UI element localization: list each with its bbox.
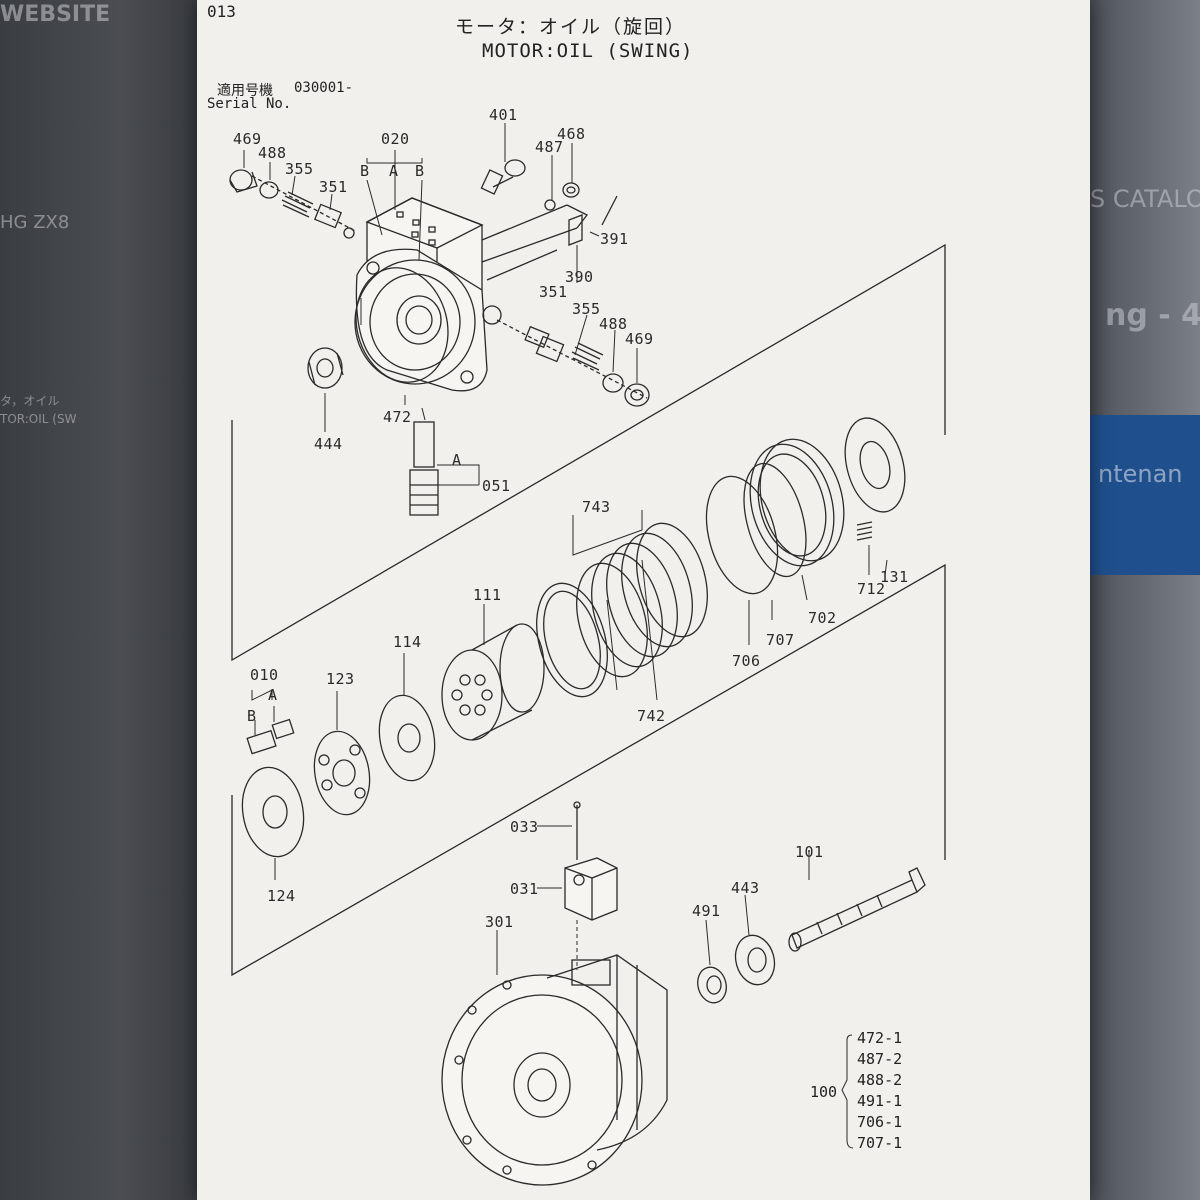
oil-seal-491 — [697, 966, 727, 1004]
part-label-743[interactable]: 743 — [582, 498, 611, 516]
part-label-707[interactable]: 707 — [766, 631, 795, 649]
brake-piston-702 — [749, 438, 845, 567]
pin-391 — [601, 195, 618, 226]
part-label-444[interactable]: 444 — [314, 435, 343, 453]
leader-lines — [243, 123, 888, 1149]
page-title-japanese: モータ：オイル（旋回） — [455, 16, 687, 38]
serial-label-japanese: 適用号機 — [217, 83, 273, 99]
valve-block-031 — [564, 857, 618, 921]
kit-item[interactable]: 488-2 — [857, 1071, 903, 1089]
part-label-101[interactable]: 101 — [795, 843, 824, 861]
background-en-fragment: TOR:OIL (SW — [0, 412, 77, 426]
kit-number-100[interactable]: 100 — [810, 1083, 838, 1101]
part-label-114[interactable]: 114 — [393, 633, 422, 651]
output-shaft-101 — [788, 867, 926, 952]
part-label-401[interactable]: 401 — [489, 106, 518, 124]
port-label-b-pin: B — [247, 707, 257, 725]
motor-housing — [354, 248, 502, 392]
part-label-488-right[interactable]: 488 — [599, 315, 628, 333]
plug-468 — [562, 182, 580, 198]
bolt-033 — [573, 801, 581, 860]
part-label-487[interactable]: 487 — [535, 138, 564, 156]
spool-051 — [409, 421, 439, 516]
part-label-131[interactable]: 131 — [880, 568, 909, 586]
parts-catalog-page: 013 モータ：オイル（旋回） MOTOR:OIL (SWING) 適用号機 S… — [197, 0, 1090, 1200]
shoe-plate-123 — [313, 730, 371, 816]
motor-casing-301 — [441, 954, 668, 1186]
serial-label-english: Serial No. — [207, 96, 292, 112]
seal-487 — [544, 199, 556, 211]
port-label-a-spool: A — [452, 451, 462, 469]
relief-parts-right — [496, 319, 650, 407]
kit-item[interactable]: 491-1 — [857, 1092, 903, 1110]
part-label-010[interactable]: 010 — [250, 666, 279, 684]
part-label-469-right[interactable]: 469 — [625, 330, 654, 348]
part-label-491[interactable]: 491 — [692, 902, 721, 920]
kit-contents-list: 472-1 487-2 488-2 491-1 706-1 707-1 — [857, 1028, 902, 1154]
background-jp-fragment: タ，オイル — [0, 394, 60, 408]
relief-parts-left — [229, 169, 358, 239]
plate-390 — [568, 214, 583, 246]
kit-item[interactable]: 487-2 — [857, 1050, 903, 1068]
port-label-a-pin: A — [268, 686, 278, 704]
part-label-469-left[interactable]: 469 — [233, 130, 262, 148]
page-number: 013 — [207, 2, 236, 21]
background-blue-band — [1085, 415, 1200, 575]
part-label-391[interactable]: 391 — [600, 230, 629, 248]
background-website-text: WEBSITE — [0, 2, 111, 27]
part-label-020[interactable]: 020 — [381, 130, 410, 148]
lower-section-outline — [231, 563, 946, 977]
part-label-706[interactable]: 706 — [732, 652, 761, 670]
part-label-702[interactable]: 702 — [808, 609, 837, 627]
bearing-444 — [307, 347, 344, 389]
part-label-472[interactable]: 472 — [383, 408, 412, 426]
part-label-488-left[interactable]: 488 — [258, 144, 287, 162]
part-label-124[interactable]: 124 — [267, 887, 296, 905]
kit-item[interactable]: 707-1 — [857, 1134, 903, 1152]
kit-item[interactable]: 472-1 — [857, 1029, 903, 1047]
serial-number-value: 030001- — [294, 80, 354, 96]
port-label-b-right: B — [415, 162, 425, 180]
pin-assembly-010 — [246, 718, 295, 755]
part-label-355-left[interactable]: 355 — [285, 160, 314, 178]
part-label-443[interactable]: 443 — [731, 879, 760, 897]
background-model-text: HG ZX8 — [0, 212, 70, 233]
part-label-123[interactable]: 123 — [326, 670, 355, 688]
part-label-712[interactable]: 712 — [857, 580, 886, 598]
bolt-401 — [480, 159, 526, 195]
spring-712 — [856, 521, 873, 541]
background-catalog-text: S CATALO — [1090, 185, 1200, 213]
friction-plates-743 — [536, 522, 708, 698]
background-maintenance-text: ntenan — [1098, 460, 1183, 488]
o-ring-706 — [705, 475, 779, 595]
part-label-111[interactable]: 111 — [473, 586, 502, 604]
o-ring-472 — [355, 267, 449, 383]
part-label-051[interactable]: 051 — [482, 477, 511, 495]
part-label-468[interactable]: 468 — [557, 125, 586, 143]
cylinder-block-111 — [441, 623, 545, 741]
part-label-742[interactable]: 742 — [637, 707, 666, 725]
page-title-english: MOTOR:OIL (SWING) — [482, 40, 694, 62]
background-heading-text: ng - 4 — [1105, 298, 1200, 333]
part-label-351-right[interactable]: 351 — [539, 283, 568, 301]
exploded-diagram — [229, 123, 946, 1186]
bearing-443 — [734, 934, 776, 986]
port-label-b-left: B — [360, 162, 370, 180]
part-label-031[interactable]: 031 — [510, 880, 539, 898]
kit-item[interactable]: 706-1 — [857, 1113, 903, 1131]
part-label-301[interactable]: 301 — [485, 913, 514, 931]
valve-plate-131 — [844, 417, 906, 513]
part-label-390[interactable]: 390 — [565, 268, 594, 286]
thrust-plate-124 — [241, 766, 305, 858]
o-ring-707 — [743, 462, 807, 578]
part-label-355-right[interactable]: 355 — [572, 300, 601, 318]
part-label-351-left[interactable]: 351 — [319, 178, 348, 196]
retainer-plate-114 — [378, 694, 436, 782]
port-label-a: A — [389, 162, 399, 180]
part-label-033[interactable]: 033 — [510, 818, 539, 836]
upper-section-outline — [231, 243, 946, 662]
